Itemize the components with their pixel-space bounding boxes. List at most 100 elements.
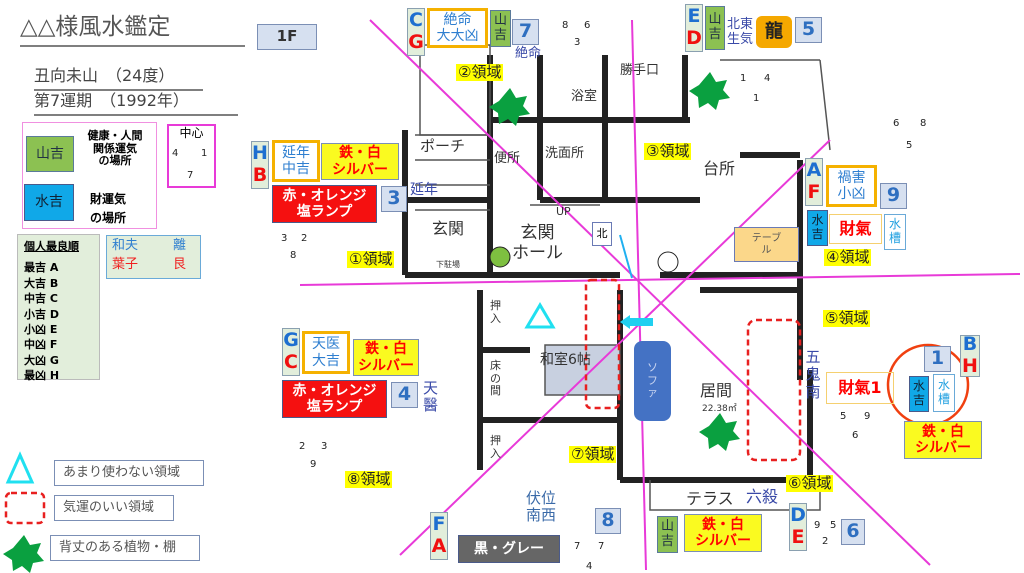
triangle-icon xyxy=(5,451,35,484)
star-nw: 延年 中吉 xyxy=(272,140,320,182)
orientation-text: 丑向未山 （24度） xyxy=(34,66,175,85)
room-kitchen-door: 勝手口 xyxy=(620,63,660,78)
flying-star: 5 xyxy=(830,520,837,531)
num-e: 9 xyxy=(880,183,907,209)
legend-yama-desc: 健康・人間 関係運気 の場所 xyxy=(87,129,143,168)
flying-star: 9 xyxy=(814,520,821,531)
ranking-item: 最凶 H xyxy=(24,369,60,383)
wealth-se: 財氣1 xyxy=(826,372,894,404)
yin-yang-icon xyxy=(489,246,511,268)
arrow-icon xyxy=(620,315,630,329)
period-text: 第7運期 （1992年） xyxy=(34,91,189,110)
legend-triangle: あまり使わない領域 xyxy=(54,460,204,486)
ranking-item: 大吉 B xyxy=(24,276,59,290)
color-w: 鉄・白 シルバー xyxy=(353,339,419,376)
num-n: 7 xyxy=(512,19,539,45)
triangle-icon xyxy=(524,302,556,329)
num-s: 6 xyxy=(841,519,865,545)
legend-star: 背丈のある植物・棚 xyxy=(50,535,200,561)
center-label: 中心 xyxy=(179,126,204,140)
plant-star-icon xyxy=(689,72,730,110)
grade-bottom: F xyxy=(807,181,821,203)
yama-s: 山吉 xyxy=(657,516,678,553)
plant-star-icon xyxy=(489,88,530,126)
room-toilet: 便所 xyxy=(494,151,521,166)
flying-star: 9 xyxy=(310,459,317,470)
ranking-item: 小吉 D xyxy=(24,307,59,321)
flying-star: 6 xyxy=(852,430,859,441)
room-living: 居間 xyxy=(700,381,733,400)
center-num: 4 xyxy=(172,148,179,159)
north-mark: 北 xyxy=(592,222,612,246)
wealth-e: 財氣 xyxy=(829,214,882,244)
room-terrace: テラス xyxy=(686,489,734,508)
luck-legend xyxy=(22,122,157,229)
mizu-e: 水 吉 xyxy=(807,210,828,246)
flying-star: 1 xyxy=(740,73,747,84)
flying-star: 4 xyxy=(586,561,593,572)
star-w: 天医 大吉 xyxy=(302,331,350,374)
tank-se: 水 槽 xyxy=(933,374,955,412)
ranking-title: 個人最良順 xyxy=(24,240,79,253)
person-2-dir: 艮 xyxy=(173,257,187,272)
flying-star: 4 xyxy=(764,73,771,84)
plan-ne: 北東 生気 xyxy=(726,17,753,47)
num-se: 1 xyxy=(924,346,951,372)
plan-nw: 延年 xyxy=(410,182,438,198)
flying-star: 5 xyxy=(906,140,913,151)
flying-star: 8 xyxy=(290,250,297,261)
ranking-box: 個人最良順 最吉 A 大吉 B 中吉 C 小吉 D 小凶 E 中凶 F 大凶 G… xyxy=(17,234,100,383)
flying-star: 3 xyxy=(574,37,581,48)
ranking-item: 大凶 G xyxy=(24,353,59,367)
flying-star: 6 xyxy=(893,118,900,129)
tank-e: 水 槽 xyxy=(884,214,906,250)
zone-8: ⑧領域 xyxy=(345,470,393,489)
plan-w: 天 醫 xyxy=(423,379,439,415)
grade-bottom: E xyxy=(791,526,805,548)
floor-label: 1F xyxy=(257,24,317,50)
room-closet-1: 押 入 xyxy=(490,299,501,325)
person-1: 和夫 xyxy=(112,238,139,253)
mizu-se: 水 吉 xyxy=(909,376,929,412)
star-e: 禍害 小凶 xyxy=(826,165,877,207)
ranking-item: 小凶 E xyxy=(24,322,58,336)
legend-dashed: 気運のいい領域 xyxy=(54,495,174,521)
grade-top: B xyxy=(962,333,978,356)
flying-star: 3 xyxy=(321,441,328,452)
grade-top: C xyxy=(409,9,423,32)
ranking-item: 中凶 F xyxy=(24,338,58,352)
plant-star-icon xyxy=(3,535,44,573)
zone-3: ③領域 xyxy=(644,142,692,161)
grade-bottom: H xyxy=(962,355,978,377)
room-porch: ポーチ xyxy=(420,137,466,155)
flying-star: 9 xyxy=(864,411,871,422)
zone-2: ②領域 xyxy=(456,63,504,82)
page-title: △△様風水鑑定 xyxy=(20,14,171,40)
room-closet-2: 押 入 xyxy=(490,434,501,460)
zone-6: ⑥領域 xyxy=(786,474,834,493)
grade-top: F xyxy=(432,513,446,536)
item-w: 赤・オレンジ 塩ランプ xyxy=(282,380,387,418)
flying-star: 2 xyxy=(822,536,829,547)
plan-s: 六殺 xyxy=(746,487,779,506)
num-w: 4 xyxy=(391,382,418,408)
color-s: 鉄・白 シルバー xyxy=(684,514,762,552)
yama-ne: 山吉 xyxy=(705,6,725,50)
room-living-area: 22.38㎡ xyxy=(702,404,737,414)
legend-mizu-desc: 財運気 の場所 xyxy=(89,192,126,226)
star-n: 絶命 大大凶 xyxy=(427,8,488,48)
room-hall: 玄関 ホール xyxy=(512,223,563,263)
plant-star-icon xyxy=(699,413,740,451)
ranking-item: 中吉 C xyxy=(24,292,58,306)
num-sw: 8 xyxy=(595,508,621,534)
person-1-dir: 離 xyxy=(173,238,187,253)
item-nw: 赤・オレンジ 塩ランプ xyxy=(272,185,377,223)
grade-bottom: B xyxy=(252,164,268,186)
